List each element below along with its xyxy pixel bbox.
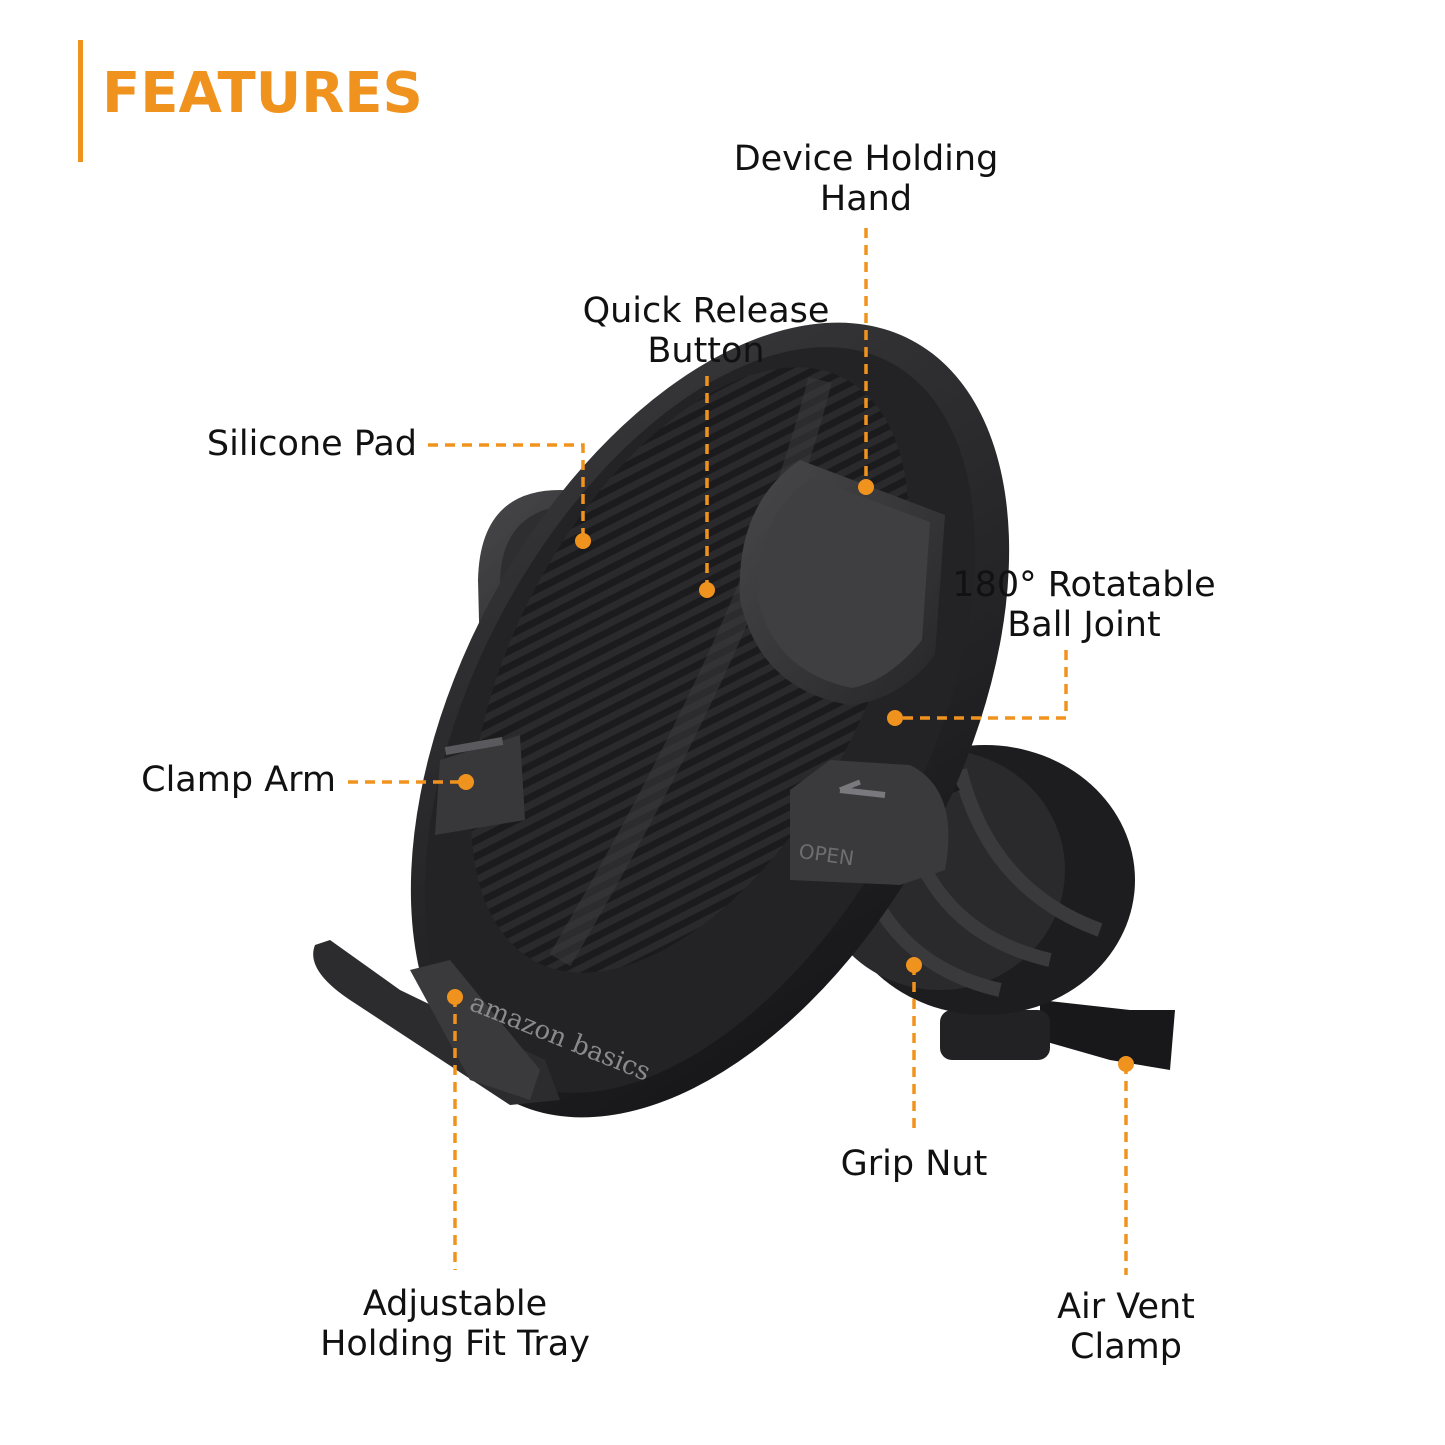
- leader-rotatable-ball-joint: [895, 650, 1068, 720]
- dot-clamp-arm: [458, 774, 474, 790]
- label-adjustable-holding-fit-tray: Adjustable Holding Fit Tray: [320, 1284, 590, 1364]
- dot-silicone-pad: [575, 533, 591, 549]
- features-heading: FEATURES: [102, 61, 423, 126]
- dot-adjustable-holding-fit-tray: [447, 989, 463, 1005]
- device-holding-hand: [739, 460, 945, 705]
- dot-air-vent-clamp: [1118, 1056, 1134, 1072]
- dot-quick-release-button: [699, 582, 715, 598]
- phone-holder-shell: [410, 322, 1010, 1118]
- label-grip-nut: Grip Nut: [840, 1144, 988, 1184]
- dot-device-holding-hand: [858, 479, 874, 495]
- label-air-vent-clamp: Air Vent Clamp: [1057, 1287, 1195, 1367]
- car-mount-product: OPEN amazon basics: [313, 322, 1175, 1118]
- label-clamp-arm: Clamp Arm: [141, 760, 336, 800]
- heading-accent-bar: [78, 40, 83, 162]
- left-clamp-arm: [435, 735, 525, 835]
- dot-rotatable-ball-joint: [887, 710, 903, 726]
- air-vent-clamp-body: [940, 1000, 1175, 1070]
- right-clamp-arm: OPEN: [790, 760, 949, 885]
- label-device-holding-hand: Device Holding Hand: [733, 139, 999, 219]
- label-quick-release-button: Quick Release Button: [582, 291, 830, 371]
- dot-grip-nut: [906, 957, 922, 973]
- leader-silicone-pad: [428, 443, 585, 541]
- label-silicone-pad: Silicone Pad: [206, 424, 417, 464]
- callout-leaders: [348, 228, 1134, 1275]
- label-rotatable-ball-joint: 180° Rotatable Ball Joint: [952, 565, 1216, 645]
